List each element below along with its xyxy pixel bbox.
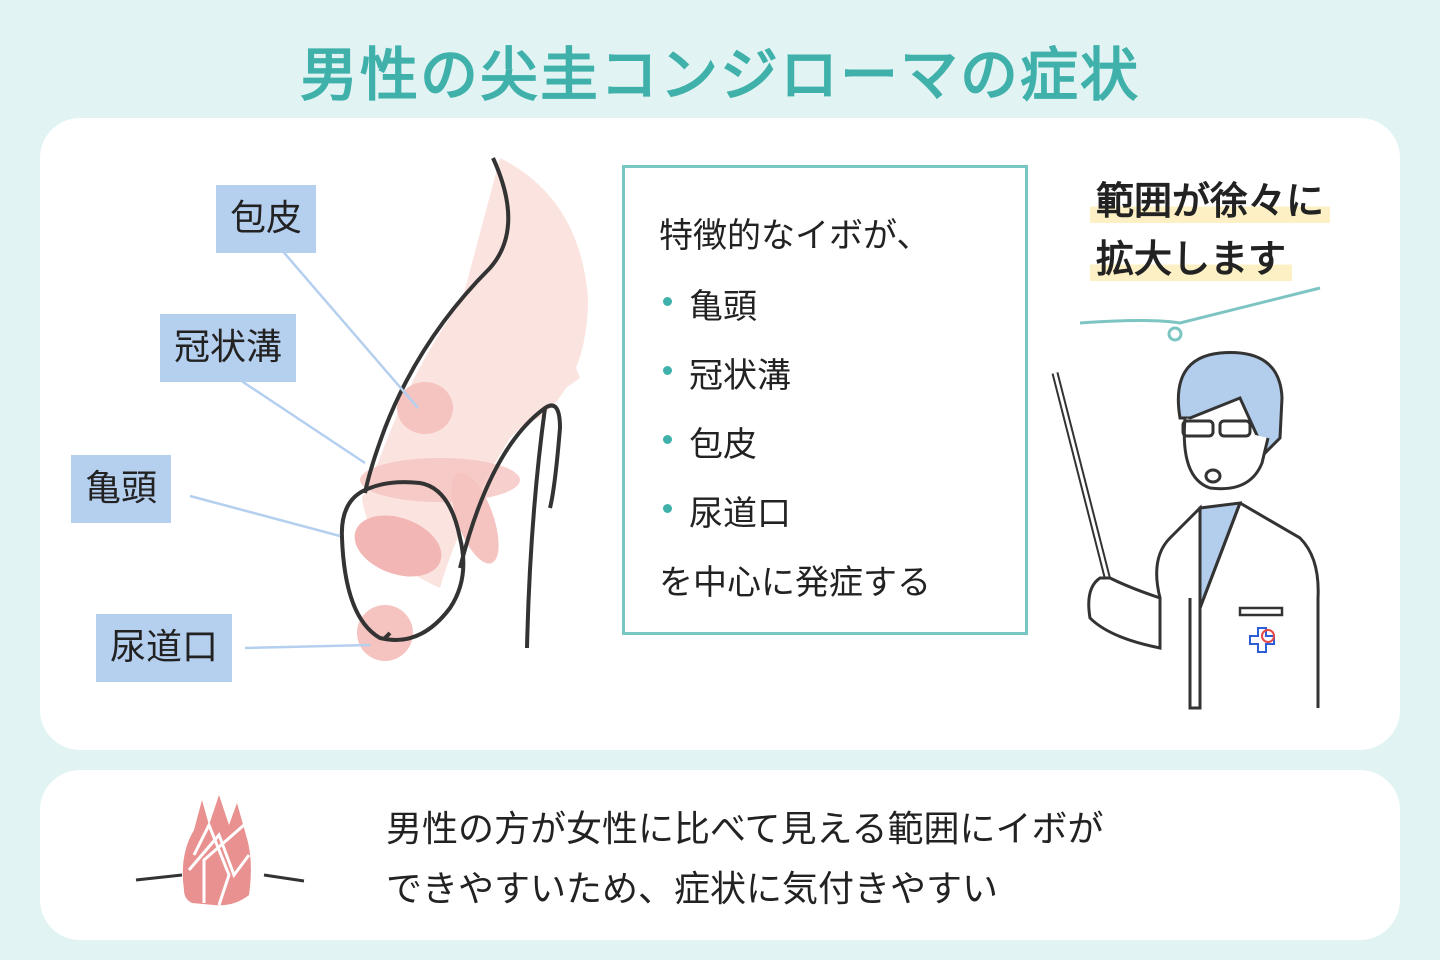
speech-line-2: 拡大します xyxy=(1090,228,1293,283)
label-glans: 亀頭 xyxy=(71,455,172,523)
main-panel: 包皮 冠状溝 亀頭 尿道口 特徴的なイボが、 亀頭 冠状溝 包皮 尿道口 を中心… xyxy=(40,118,1400,750)
label-urethral-opening: 尿道口 xyxy=(96,614,233,682)
doctor-illustration xyxy=(1051,286,1321,710)
textbox-intro: 特徴的なイボが、 xyxy=(659,216,931,256)
speech-line-1: 範囲が徐々に xyxy=(1090,170,1331,225)
label-foreskin: 包皮 xyxy=(216,185,317,253)
list-item: 包皮 xyxy=(659,417,991,466)
anatomy-illustration xyxy=(189,157,588,661)
bottom-note-line-2: できやすいため、症状に気付きやすい xyxy=(386,869,999,910)
list-item: 冠状溝 xyxy=(659,348,991,397)
bottom-note-line-1: 男性の方が女性に比べて見える範囲にイボが xyxy=(386,809,1104,850)
bottom-panel: 男性の方が女性に比べて見える範囲にイボが できやすいため、症状に気付きやすい xyxy=(40,770,1400,940)
symptom-textbox: 特徴的なイボが、 亀頭 冠状溝 包皮 尿道口 を中心に発症する xyxy=(622,165,1028,635)
list-item: 尿道口 xyxy=(659,486,991,535)
location-list: 亀頭 冠状溝 包皮 尿道口 xyxy=(659,279,991,535)
label-coronal-sulcus: 冠状溝 xyxy=(160,314,297,382)
wart-icon xyxy=(135,795,305,906)
textbox-outro: を中心に発症する xyxy=(659,563,931,603)
page-title: 男性の尖圭コンジローマの症状 xyxy=(299,41,1140,109)
bottom-note: 男性の方が女性に比べて見える範囲にイボが できやすいため、症状に気付きやすい xyxy=(386,800,1103,920)
list-item: 亀頭 xyxy=(659,279,991,328)
